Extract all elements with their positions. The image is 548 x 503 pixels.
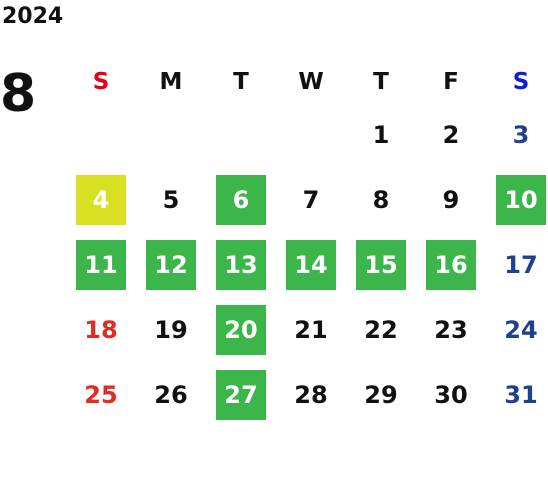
calendar-cell: 6 xyxy=(206,167,276,232)
calendar-day[interactable]: 7 xyxy=(302,185,320,214)
weekday-sunday: S xyxy=(92,69,110,95)
calendar-cell: 8 xyxy=(346,167,416,232)
calendar-cell: 22 xyxy=(346,297,416,362)
calendar-day[interactable]: 30 xyxy=(434,380,468,409)
calendar-day[interactable]: 19 xyxy=(154,315,188,344)
weekday-tuesday: T xyxy=(233,69,249,95)
calendar-cell xyxy=(136,102,206,167)
calendar-cell: 17 xyxy=(486,232,548,297)
calendar-day[interactable]: 29 xyxy=(364,380,398,409)
calendar-cell: 29 xyxy=(346,362,416,427)
calendar-day[interactable]: 3 xyxy=(512,120,530,149)
calendar-day[interactable]: 14 xyxy=(286,239,336,290)
calendar-cell: 27 xyxy=(206,362,276,427)
calendar-cell: 28 xyxy=(276,362,346,427)
calendar-cell: 18 xyxy=(66,297,136,362)
calendar-day[interactable]: 26 xyxy=(154,380,188,409)
calendar-cell: 16 xyxy=(416,232,486,297)
calendar-cell xyxy=(276,102,346,167)
calendar-cell xyxy=(66,102,136,167)
calendar-day[interactable]: 16 xyxy=(426,239,476,290)
calendar-day-empty xyxy=(216,110,266,160)
calendar-cell: 1 xyxy=(346,102,416,167)
calendar-cell: 7 xyxy=(276,167,346,232)
calendar-cell: 2 xyxy=(416,102,486,167)
calendar-day[interactable]: 9 xyxy=(442,185,460,214)
calendar-day[interactable]: 13 xyxy=(216,239,266,290)
calendar-cell: 19 xyxy=(136,297,206,362)
calendar-cell: 3 xyxy=(486,102,548,167)
calendar-cell: 23 xyxy=(416,297,486,362)
calendar-cell: 20 xyxy=(206,297,276,362)
calendar-cell: 10 xyxy=(486,167,548,232)
calendar-day[interactable]: 11 xyxy=(76,239,126,290)
calendar-day[interactable]: 6 xyxy=(216,174,266,225)
calendar-cell: 15 xyxy=(346,232,416,297)
calendar-day[interactable]: 28 xyxy=(294,380,328,409)
calendar-day[interactable]: 21 xyxy=(294,315,328,344)
calendar-day-empty xyxy=(76,110,126,160)
calendar-cell: 25 xyxy=(66,362,136,427)
calendar-day[interactable]: 31 xyxy=(504,380,538,409)
calendar-day[interactable]: 27 xyxy=(216,369,266,420)
weekday-friday: F xyxy=(443,69,459,95)
calendar-cell: 21 xyxy=(276,297,346,362)
weekday-wednesday: W xyxy=(298,69,324,95)
weekday-thursday: T xyxy=(373,69,389,95)
calendar-cell: 31 xyxy=(486,362,548,427)
calendar-cell: 14 xyxy=(276,232,346,297)
calendar-day[interactable]: 1 xyxy=(372,120,390,149)
calendar-day[interactable]: 24 xyxy=(504,315,538,344)
calendar-cell: 13 xyxy=(206,232,276,297)
calendar-day[interactable]: 8 xyxy=(372,185,390,214)
calendar-cell: 12 xyxy=(136,232,206,297)
calendar-day-empty xyxy=(286,110,336,160)
calendar-day[interactable]: 20 xyxy=(216,304,266,355)
calendar-day[interactable]: 18 xyxy=(84,315,118,344)
calendar-year: 2024 xyxy=(2,4,64,29)
calendar-cell: 30 xyxy=(416,362,486,427)
weekday-monday: M xyxy=(159,69,183,95)
calendar-day[interactable]: 2 xyxy=(442,120,460,149)
calendar-cell: 11 xyxy=(66,232,136,297)
calendar-day-empty xyxy=(146,110,196,160)
calendar-day[interactable]: 4 xyxy=(76,174,126,225)
calendar-cell: 26 xyxy=(136,362,206,427)
calendar-day[interactable]: 10 xyxy=(496,174,546,225)
calendar-cell: 24 xyxy=(486,297,548,362)
calendar-day[interactable]: 5 xyxy=(162,185,180,214)
calendar-cell: 5 xyxy=(136,167,206,232)
calendar-cell: 9 xyxy=(416,167,486,232)
weekday-saturday: S xyxy=(512,69,530,95)
calendar-cell xyxy=(206,102,276,167)
calendar-day[interactable]: 12 xyxy=(146,239,196,290)
calendar-day[interactable]: 22 xyxy=(364,315,398,344)
calendar-cell: 4 xyxy=(66,167,136,232)
calendar-day[interactable]: 15 xyxy=(356,239,406,290)
calendar-day[interactable]: 23 xyxy=(434,315,468,344)
calendar-month: 8 xyxy=(0,64,37,124)
calendar-day[interactable]: 17 xyxy=(504,250,538,279)
calendar-day[interactable]: 25 xyxy=(84,380,118,409)
